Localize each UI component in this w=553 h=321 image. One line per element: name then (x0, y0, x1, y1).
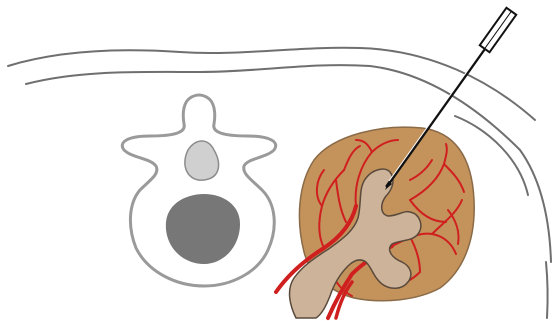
skin-outer-line (8, 48, 535, 120)
needle-hub (480, 8, 516, 52)
kidney (276, 127, 474, 318)
flank-line (546, 262, 548, 318)
vertebra (122, 95, 275, 286)
